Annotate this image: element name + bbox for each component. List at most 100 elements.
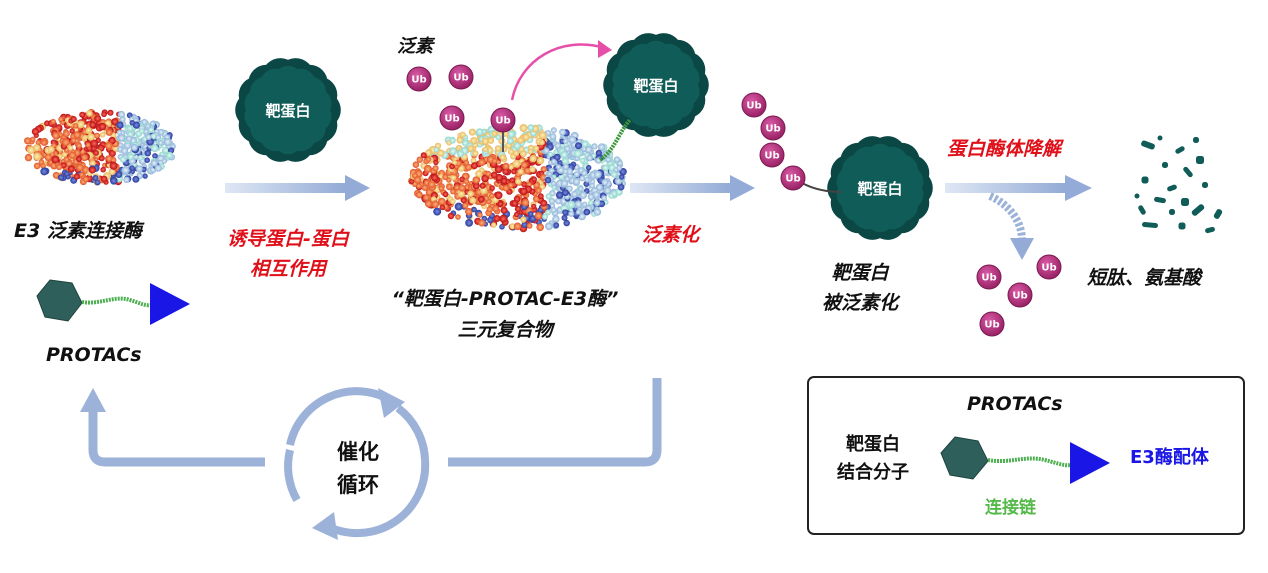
ubiquitinated-line-1: 靶蛋白: [831, 262, 889, 284]
atom-sphere: [423, 194, 430, 202]
atom-sphere: [492, 205, 500, 213]
atom-sphere: [89, 160, 96, 167]
atom-sphere: [101, 111, 107, 118]
blob-lobe-inner: [668, 63, 700, 94]
atom-sphere: [511, 200, 518, 207]
atom-sphere: [88, 166, 96, 174]
atom-sphere: [522, 133, 530, 141]
atom-sphere: [432, 165, 439, 172]
peptide-fragment: [1191, 204, 1205, 216]
atom-sphere: [111, 118, 119, 126]
ubiquitination-label: 泛素化: [642, 224, 700, 246]
atom-sphere: [533, 145, 540, 152]
atom-sphere: [534, 212, 543, 220]
arrow-ub-release-head: [1010, 238, 1034, 260]
atom-sphere: [73, 131, 81, 139]
atom-sphere: [464, 163, 473, 171]
ub-text: Ub: [981, 273, 996, 284]
atom-sphere: [116, 129, 123, 136]
atom-sphere: [491, 130, 498, 137]
atom-sphere: [500, 206, 508, 214]
atom-sphere: [503, 131, 509, 137]
atom-sphere: [416, 156, 423, 163]
proteasome-label: 蛋白酶体降解: [947, 138, 1062, 160]
atom-sphere: [538, 131, 547, 140]
peptide-fragment: [1167, 184, 1177, 192]
atom-sphere: [574, 200, 583, 208]
ubiquitin-free: Ub: [448, 64, 474, 90]
atom-sphere: [477, 195, 485, 203]
atom-sphere: [421, 184, 428, 191]
peptide-fragment: [1154, 196, 1166, 204]
e3-ligase-structure: [24, 109, 176, 186]
atom-sphere: [433, 147, 439, 153]
ub-text: Ub: [765, 124, 780, 135]
atom-sphere: [555, 197, 562, 205]
atom-sphere: [85, 127, 92, 134]
atom-sphere: [472, 176, 480, 184]
atom-sphere: [589, 183, 595, 189]
atom-sphere: [132, 175, 140, 183]
peptide-fragment: [1162, 162, 1168, 168]
atom-sphere: [465, 219, 473, 227]
atom-sphere: [513, 222, 522, 231]
atom-sphere: [469, 196, 477, 204]
legend-binder-pentagon: [940, 436, 989, 480]
atom-sphere: [584, 177, 590, 183]
atom-sphere: [472, 150, 479, 157]
peptide-fragment: [1134, 193, 1140, 199]
legend-box: [807, 376, 1245, 535]
atom-sphere: [87, 133, 95, 141]
atom-sphere: [92, 175, 99, 181]
atom-sphere: [545, 222, 553, 231]
atom-sphere: [568, 210, 575, 217]
atom-sphere: [478, 219, 486, 227]
atom-sphere: [619, 174, 625, 180]
atom-sphere: [517, 136, 524, 144]
atom-sphere: [507, 182, 514, 189]
atom-sphere: [575, 142, 582, 150]
atom-sphere: [24, 153, 33, 162]
atom-sphere: [550, 206, 557, 213]
atom-sphere: [511, 168, 517, 175]
atom-sphere: [536, 223, 544, 232]
atom-sphere: [537, 193, 544, 200]
atom-sphere: [126, 125, 134, 132]
atom-sphere: [70, 116, 77, 123]
target-protein-blob-ubiquitinated: 靶蛋白: [827, 136, 933, 240]
atom-sphere: [507, 148, 515, 155]
atom-sphere: [449, 198, 456, 205]
atom-sphere: [459, 131, 466, 138]
ub-text: Ub: [1012, 291, 1027, 302]
atom-sphere: [586, 154, 593, 162]
atom-sphere: [491, 222, 497, 228]
atom-sphere: [601, 178, 609, 186]
atom-sphere: [572, 178, 581, 186]
peptide-fragment: [1213, 209, 1223, 219]
peptide-fragment: [1138, 205, 1146, 215]
atom-sphere: [158, 140, 164, 146]
peptide-fragment: [1181, 198, 1189, 206]
atom-sphere: [57, 174, 65, 181]
atom-sphere: [442, 191, 449, 198]
atom-sphere: [617, 183, 625, 191]
atom-sphere: [536, 156, 545, 165]
atom-sphere: [98, 122, 107, 131]
atom-sphere: [579, 191, 587, 199]
atom-sphere: [150, 159, 158, 167]
target-protein-blob-bound: 靶蛋白: [603, 33, 709, 137]
atom-sphere: [154, 164, 162, 172]
atom-sphere: [581, 201, 588, 208]
atom-sphere: [500, 177, 508, 185]
atom-sphere: [467, 145, 474, 152]
induce-interaction-label: 诱导蛋白-蛋白 相互作用: [198, 224, 378, 284]
atom-sphere: [431, 200, 440, 209]
atom-sphere: [415, 191, 423, 199]
legend-e3-ligand-label: E3酶配体: [1130, 447, 1209, 468]
cycle-return-path: [448, 378, 662, 467]
blob-lobe-inner: [892, 166, 924, 197]
atom-sphere: [116, 121, 124, 129]
atom-sphere: [31, 128, 39, 136]
protac-linker: [81, 296, 151, 308]
atom-sphere: [490, 171, 498, 179]
